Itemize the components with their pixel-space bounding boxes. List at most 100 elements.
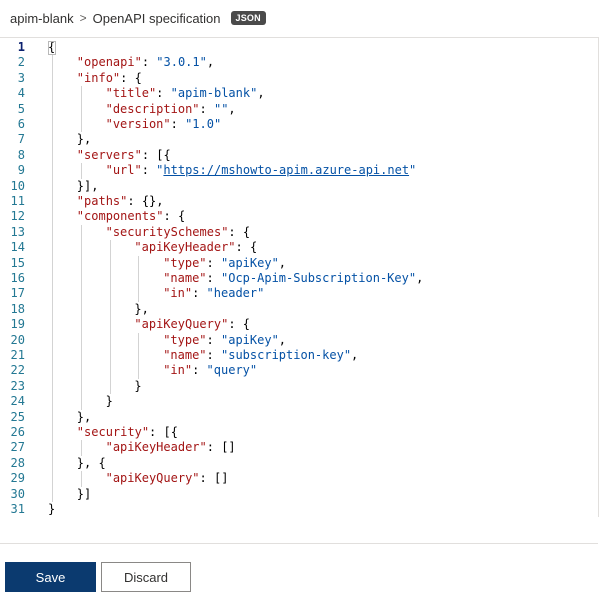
code-text: "apiKeyHeader": []: [106, 440, 236, 455]
code-line[interactable]: 31}: [0, 502, 598, 517]
code-line[interactable]: 13"securitySchemes": {: [0, 224, 598, 241]
code-line[interactable]: 21"name": "subscription-key",: [0, 348, 598, 364]
code-text: "openapi": "3.0.1",: [77, 55, 214, 70]
code-line[interactable]: 30}]: [0, 486, 598, 502]
code-token: ,: [206, 55, 215, 70]
indent-guide: [109, 332, 111, 348]
line-number: 23: [10, 378, 25, 393]
format-badge: JSON: [230, 11, 266, 25]
line-number: 8: [17, 147, 25, 162]
code-line[interactable]: 10}],: [0, 178, 598, 194]
code-line[interactable]: 8"servers": [{: [0, 147, 598, 164]
code-line[interactable]: 12"components": {: [0, 209, 598, 225]
code-token: :: [192, 286, 207, 301]
code-token: ": [409, 163, 417, 178]
code-text: "title": "apim-blank",: [106, 86, 265, 101]
code-line[interactable]: 11"paths": {},: [0, 194, 598, 210]
breadcrumb-root-link[interactable]: apim-blank: [10, 10, 74, 26]
line-number: 17: [10, 286, 25, 301]
indent-guide: [109, 363, 111, 379]
code-token: }, {: [76, 455, 106, 470]
indent-guide: [52, 348, 53, 364]
code-token: ,: [257, 86, 265, 101]
indent-guide: [109, 271, 111, 287]
code-text: },: [77, 132, 91, 147]
code-token: }: [105, 394, 113, 409]
code-token: ": [156, 163, 164, 178]
line-number: 7: [17, 132, 25, 147]
code-editor[interactable]: 1{2 "openapi": "3.0.1",3"info": {4 "title"…: [0, 37, 599, 517]
code-token: "apiKeyHeader": [134, 240, 236, 255]
code-token: :: [206, 332, 221, 347]
line-number: 2: [17, 55, 25, 70]
code-line[interactable]: 3"info": {: [0, 70, 598, 87]
code-text: }: [48, 502, 55, 517]
indent-guide: [80, 440, 82, 456]
code-line[interactable]: 5"description": "",: [0, 101, 598, 117]
code-line[interactable]: 4 "title": "apim-blank",: [0, 86, 598, 102]
indent-guide: [138, 255, 140, 271]
code-line[interactable]: 22"in": "query": [0, 363, 598, 379]
indent-guide: [52, 301, 53, 318]
code-line[interactable]: 1{: [0, 40, 598, 55]
code-line[interactable]: 7},: [0, 132, 598, 148]
code-token: }]: [76, 486, 92, 501]
indent-guide: [109, 317, 111, 333]
code-text: "in": "query": [163, 363, 257, 378]
code-text: "url": "https://mshowto-apim.azure-api.n…: [106, 163, 417, 178]
code-line[interactable]: 9 "url": "https://mshowto-apim.azure-api.…: [0, 163, 598, 179]
indent-guide: [52, 209, 53, 225]
line-number: 14: [10, 240, 25, 255]
code-line[interactable]: 15"type": "apiKey",: [0, 255, 598, 271]
line-number: 25: [10, 409, 25, 424]
code-line[interactable]: 18},: [0, 301, 598, 318]
code-line[interactable]: 26"security": [{: [0, 425, 598, 441]
code-line[interactable]: 6"version": "1.0": [0, 117, 598, 133]
line-number: 4: [17, 86, 25, 101]
code-line[interactable]: 29"apiKeyQuery": []: [0, 471, 598, 487]
code-token: :: [206, 271, 221, 285]
code-line[interactable]: 2 "openapi": "3.0.1",: [0, 55, 598, 71]
breadcrumb-current: OpenAPI specification: [92, 10, 221, 26]
line-number: 13: [10, 224, 25, 239]
code-line[interactable]: 20"type": "apiKey",: [0, 332, 598, 348]
code-token: :: [141, 163, 157, 178]
code-line[interactable]: 27"apiKeyHeader": []: [0, 440, 598, 456]
indent-guide: [80, 348, 82, 364]
line-number: 1: [17, 40, 25, 54]
code-token: :: [199, 101, 214, 116]
code-token: : {: [120, 70, 142, 85]
code-token: "subscription-key": [221, 348, 352, 362]
discard-button[interactable]: Discard: [101, 562, 191, 592]
line-number: 9: [17, 163, 25, 178]
code-text: }]: [77, 487, 91, 502]
code-token: "url": [105, 163, 142, 178]
line-number: 11: [10, 194, 25, 208]
code-token: "apim-blank": [170, 86, 258, 101]
code-line[interactable]: 17"in": "header": [0, 286, 598, 302]
breadcrumb-separator: >: [79, 11, 87, 25]
code-line[interactable]: 25},: [0, 409, 598, 425]
indent-guide: [52, 147, 53, 164]
code-token: ,: [351, 348, 359, 362]
indent-guide: [80, 378, 82, 395]
line-number: 24: [10, 394, 25, 409]
code-text: }: [134, 379, 141, 394]
code-token: "name": [163, 348, 207, 362]
code-line[interactable]: 16"name": "Ocp-Apim-Subscription-Key",: [0, 271, 598, 287]
code-text: }: [106, 394, 113, 409]
line-number: 10: [10, 178, 25, 193]
code-token: }: [134, 378, 142, 393]
code-line[interactable]: 24}: [0, 394, 598, 410]
line-number: 16: [10, 271, 25, 285]
indent-guide: [80, 163, 82, 179]
code-line[interactable]: 19"apiKeyQuery": {: [0, 317, 598, 333]
code-line[interactable]: 23}: [0, 378, 598, 395]
save-button[interactable]: Save: [5, 562, 96, 592]
url-link[interactable]: https://mshowto-apim.azure-api.net: [163, 163, 410, 178]
code-line[interactable]: 28}, {: [0, 455, 598, 472]
indent-guide: [109, 255, 111, 271]
code-line[interactable]: 14"apiKeyHeader": {: [0, 240, 598, 256]
code-token: "security": [76, 425, 150, 439]
indent-guide: [52, 70, 53, 87]
